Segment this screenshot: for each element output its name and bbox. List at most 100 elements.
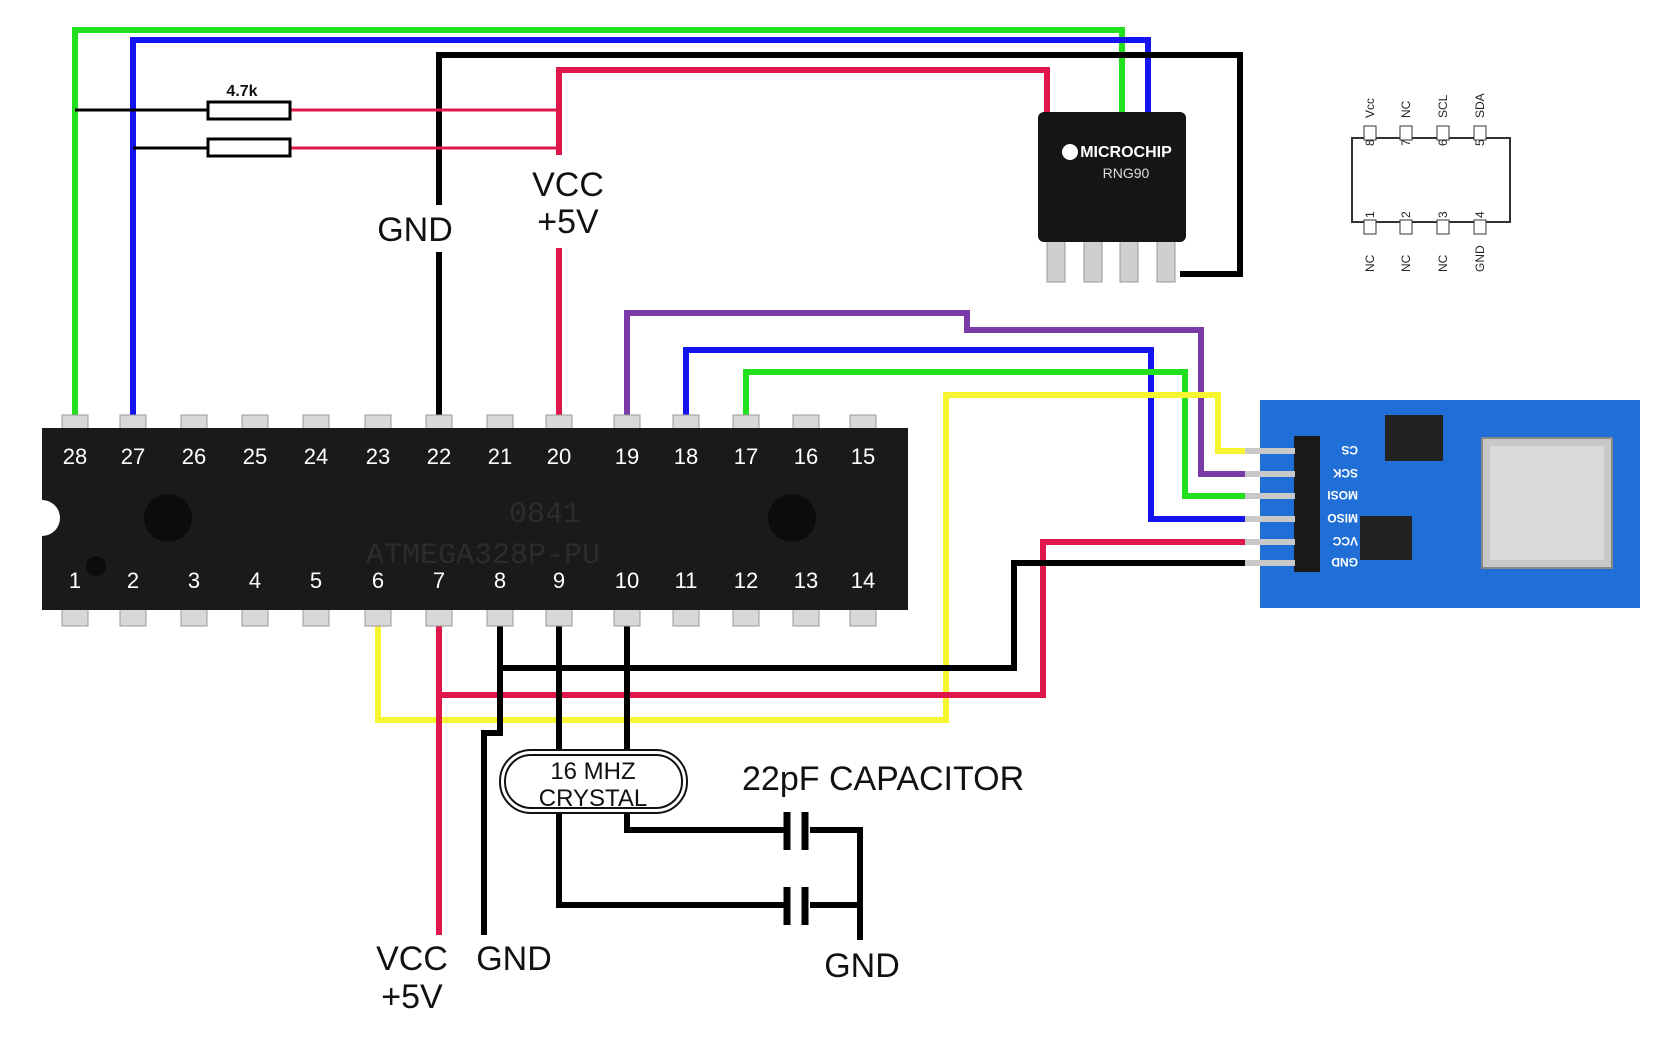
resistor-1 [206,100,292,121]
rng90-body [1038,112,1186,242]
top-pin-number: 25 [243,444,267,469]
top-pin-legs [61,414,877,432]
capacitor-label: 22pF CAPACITOR [742,760,1024,798]
pinout-bottom-name: NC [1399,254,1413,272]
top-pin-number: 17 [734,444,758,469]
top-pin-number: 20 [547,444,571,469]
bottom-pin-leg [672,607,700,627]
wire-yellow-cs [375,392,1245,723]
gnd-top-label: GND [377,211,453,249]
pinout-top-number: 7 [1399,139,1413,146]
sd-pin-leg [1245,516,1295,522]
chip-marking-1: 0841 [509,498,581,532]
bottom-pin-leg [425,607,453,627]
wire-black-gnd-sd [500,560,1245,671]
bottom-pin-number: 11 [675,568,698,593]
bottom-pin-leg [732,607,760,627]
crystal-label-1: 16 MHZ [550,758,635,785]
bottom-pin-leg [241,607,269,627]
top-pin-number: 23 [366,444,390,469]
pinout-bottom-name: NC [1363,254,1377,272]
sd-pin-leg [1245,448,1295,454]
pinout-top-number: 6 [1436,139,1450,146]
wire-black-gnd-pin8 [481,625,503,935]
pinout-bottom-name: NC [1436,254,1450,272]
pinout-top-name: SCL [1436,94,1450,118]
bottom-pin-leg [302,607,330,627]
top-pin-number: 19 [615,444,639,469]
bottom-pin-number: 7 [433,568,445,593]
chip-notch [42,500,60,536]
vcc-bottom-label-line1: VCC [376,940,448,978]
wire-black-xtal1 [556,625,787,908]
pinout-bottom-number: 2 [1399,211,1413,218]
microchip-logo-icon [1062,144,1078,160]
pinout-top-pin [1363,125,1377,141]
crystal-label-2: CRYSTAL [539,785,647,812]
vcc-top-label-line2: +5V [537,203,599,241]
pinout-top-number: 8 [1363,139,1377,146]
resistor-group: 4.7k [206,83,292,158]
bottom-pin-leg [613,607,641,627]
rng90-chip: MICROCHIP RNG90 [1038,112,1186,283]
bottom-pin-number: 5 [310,568,322,593]
bottom-pin-number: 4 [249,568,261,593]
gnd-cap-label: GND [824,947,900,985]
pinout-bottom-number: 4 [1473,211,1487,218]
wire-green-mosi [743,369,1245,499]
bottom-pin-number: 9 [553,568,565,593]
bottom-pin-number: 13 [794,568,818,593]
crystal: 16 MHZ CRYSTAL [499,749,688,814]
chip-dimple-right [768,494,816,542]
rng90-brand: MICROCHIP [1080,144,1172,161]
bottom-pin-leg [849,607,877,627]
bottom-pin-leg [180,607,208,627]
bottom-pin-leg [486,607,514,627]
pinout-top-name: NC [1399,100,1413,118]
pinout-bottom-pin [1436,219,1450,235]
wire-green-sda [72,27,1125,415]
bottom-pin-leg [545,607,573,627]
sd-header [1294,436,1320,572]
bottom-pin-number: 14 [851,568,875,593]
pinout-body [1351,137,1511,223]
bottom-pin-number: 6 [372,568,384,593]
sd-pin-label: MOSI [1327,488,1358,502]
bottom-pin-legs [61,607,877,627]
capacitors: 22pF CAPACITOR [742,760,1024,925]
wire-red-vcc-rng [556,67,1050,155]
pinout-top-name: Vcc [1363,98,1377,118]
resistor-2 [206,137,292,158]
sd-ic [1385,415,1443,461]
sd-pin-leg [1245,539,1295,545]
top-pin-number: 21 [488,444,512,469]
wire-purple-sck [624,310,1245,477]
top-pin-number: 28 [63,444,87,469]
gnd-bottom-label: GND [476,940,552,978]
rng90-part: RNG90 [1103,165,1150,181]
vcc-top-label-line1: VCC [532,166,604,204]
top-pin-number: 15 [851,444,875,469]
sd-pin-label: GND [1331,555,1358,569]
bottom-pin-number: 8 [494,568,506,593]
top-pin-number: 26 [182,444,206,469]
wire-blue-scl [130,37,1151,415]
sd-pin-leg [1245,560,1295,566]
chip-marking-2: ATMEGA328P-PU [366,539,600,573]
wire-black-cap-gnd [810,827,863,940]
sd-pin-label: SCK [1332,466,1358,480]
resistor-value: 4.7k [226,83,257,100]
top-pin-number: 18 [674,444,698,469]
pinout-bottom-number: 3 [1436,211,1450,218]
bottom-pin-number: 10 [615,568,639,593]
bottom-pin-number: 2 [127,568,139,593]
pinout-bottom-pin [1399,219,1413,235]
wires [72,27,1245,940]
sd-regulator [1360,516,1412,560]
